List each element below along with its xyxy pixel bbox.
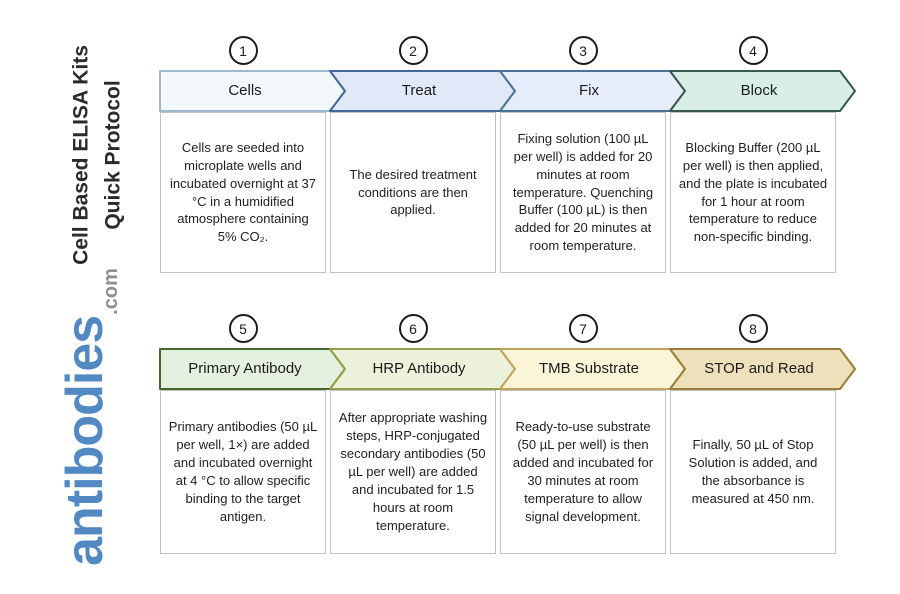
step-label-cells: Cells [228, 82, 262, 99]
brand-name: antibodies [56, 315, 114, 566]
step-description: After appropriate washing steps, HRP-con… [338, 410, 488, 533]
step-number-badge-7: 7 [568, 314, 598, 343]
step-description: Ready-to-use substrate (50 µL per well) … [512, 419, 654, 524]
arrow-band-row-2: Primary Antibody HRP Antibody TMB Substr… [159, 348, 870, 390]
step-number-badge-5: 5 [228, 314, 258, 343]
step-label-primary-antibody: Primary Antibody [188, 360, 302, 377]
title-line-1: Cell Based ELISA Kits [69, 45, 93, 265]
brand-domain-suffix: .com [100, 268, 122, 315]
step-label-tmb-substrate: TMB Substrate [538, 360, 640, 377]
step-label-fix: Fix [579, 82, 599, 99]
sidebar-title: Cell Based ELISA Kits Quick Protocol [66, 45, 129, 265]
arrow-band-row-1: Cells Treat Fix Block [159, 70, 870, 112]
step-description-box-2: The desired treatment conditions are the… [330, 112, 496, 273]
step-description-box-4: Blocking Buffer (200 µL per well) is the… [670, 112, 836, 273]
step-number-badge-4: 4 [738, 36, 768, 65]
step-arrow-block [669, 70, 856, 112]
step-description-box-7: Ready-to-use substrate (50 µL per well) … [500, 390, 666, 554]
step-description-box-8: Finally, 50 µL of Stop Solution is added… [670, 390, 836, 554]
step-description-box-1: Cells are seeded into microplate wells a… [160, 112, 326, 273]
step-label-block: Block [740, 82, 778, 99]
step-number-badge-1: 1 [228, 36, 258, 65]
step-number-badge-3: 3 [568, 36, 598, 65]
arrow-shape [669, 70, 856, 112]
step-description: The desired treatment conditions are the… [349, 166, 477, 218]
description-row-2: Primary antibodies (50 µL per well, 1×) … [160, 390, 870, 554]
step-number-badge-6: 6 [398, 314, 428, 343]
step-description: Blocking Buffer (200 µL per well) is the… [678, 139, 828, 245]
step-description: Cells are seeded into microplate wells a… [170, 139, 316, 245]
step-description-box-6: After appropriate washing steps, HRP-con… [330, 390, 496, 554]
step-description-box-3: Fixing solution (100 µL per well) is add… [500, 112, 666, 273]
protocol-row-1: 1 2 3 4 Cells Treat Fix Block Cells are [159, 36, 870, 273]
description-row-1: Cells are seeded into microplate wells a… [160, 112, 870, 273]
step-arrow-stop-and-read [669, 348, 856, 390]
step-number-row: 5 6 7 8 [160, 314, 870, 343]
protocol-row-2: 5 6 7 8 Primary Antibody HRP Antibody TM… [159, 314, 870, 554]
step-number-badge-2: 2 [398, 36, 428, 65]
step-label-treat: Treat [401, 82, 437, 99]
step-number-badge-8: 8 [738, 314, 768, 343]
step-label-hrp-antibody: HRP Antibody [372, 360, 466, 377]
step-description: Primary antibodies (50 µL per well, 1×) … [168, 419, 318, 524]
step-number-row: 1 2 3 4 [160, 36, 870, 65]
step-label-stop-and-read: STOP and Read [704, 360, 814, 377]
arrow-shape [669, 348, 856, 390]
title-line-2: Quick Protocol [101, 80, 124, 230]
step-description-box-5: Primary antibodies (50 µL per well, 1×) … [160, 390, 326, 554]
step-description: Finally, 50 µL of Stop Solution is added… [688, 437, 818, 506]
step-description: Fixing solution (100 µL per well) is add… [512, 130, 654, 254]
brand-logo: antibodies.com [55, 268, 123, 566]
